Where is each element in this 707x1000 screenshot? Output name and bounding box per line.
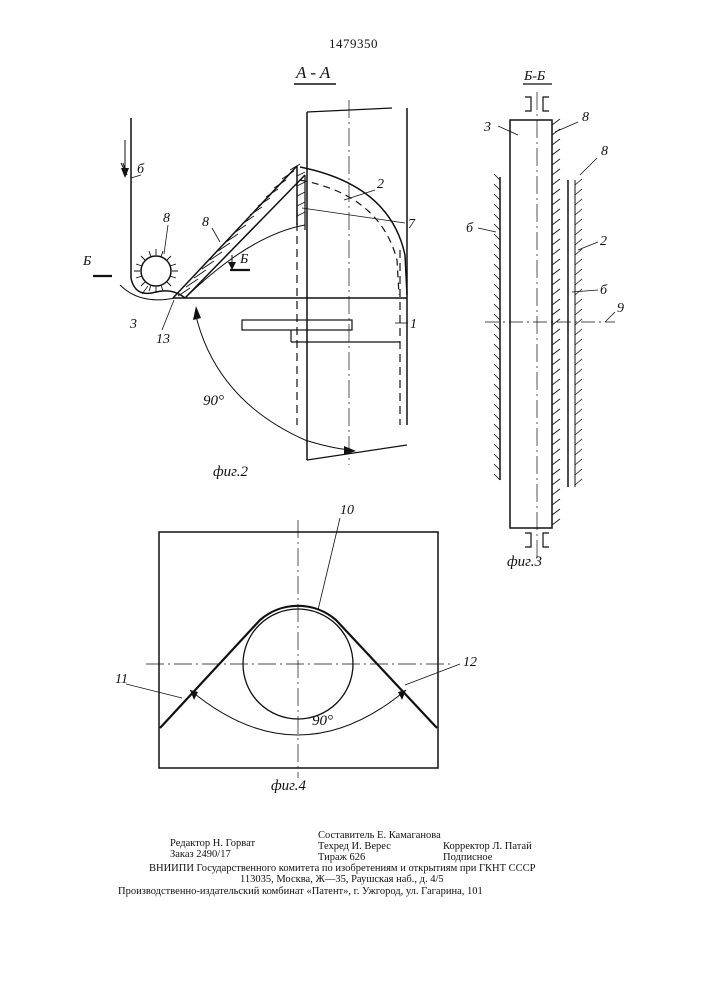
fig2-angle-label: 90° bbox=[203, 393, 224, 409]
fig2-label-13: 13 bbox=[156, 332, 170, 347]
section-aa-title: A - A bbox=[295, 63, 331, 82]
fig2-drawing: A - A bbox=[82, 63, 417, 465]
fig2-label-3: 3 bbox=[129, 317, 137, 332]
footer-editor: Редактор Н. Горват bbox=[170, 838, 255, 849]
fig4-drawing: 10 11 12 90° bbox=[115, 503, 477, 778]
footer-subscription: Подписное bbox=[443, 852, 492, 863]
footer-order: Заказ 2490/17 bbox=[170, 849, 231, 860]
fig4-caption: фиг.4 bbox=[271, 778, 306, 795]
footer-vniipi: ВНИИПИ Государственного комитета по изоб… bbox=[149, 863, 536, 874]
fig2-label-1: 1 bbox=[410, 317, 417, 332]
fig3-label-6-right: б bbox=[600, 283, 608, 298]
fig3-label-6-left: б bbox=[466, 221, 474, 236]
fig4-label-11: 11 bbox=[115, 672, 128, 687]
section-bb-title: Б-Б bbox=[523, 69, 545, 84]
fig3-label-2: 2 bbox=[600, 234, 607, 249]
fig4-label-10: 10 bbox=[340, 503, 354, 518]
fig3-label-8b: 8 bbox=[601, 144, 608, 159]
fig4-label-12: 12 bbox=[463, 655, 477, 670]
footer-plant: Производственно-издательский комбинат «П… bbox=[118, 886, 483, 897]
fig2-label-b-left: Б bbox=[82, 254, 91, 269]
footer-compiler: Составитель Е. Камаганова bbox=[318, 830, 441, 841]
fig3-drawing: Б-Б 3 8 bbox=[466, 69, 624, 560]
fig2-label-8a: 8 bbox=[163, 211, 170, 226]
fig2-caption: фиг.2 bbox=[213, 464, 248, 481]
fig2-label-7: 7 bbox=[408, 217, 416, 232]
fig3-caption: фиг.3 bbox=[507, 554, 542, 571]
fig2-label-8b: 8 bbox=[202, 215, 209, 230]
fig3-label-3: 3 bbox=[483, 120, 491, 135]
footer-print-run: Тираж 626 bbox=[318, 852, 365, 863]
fig3-label-8a: 8 bbox=[582, 110, 589, 125]
fig4-angle-label: 90° bbox=[312, 713, 333, 729]
fig2-label-6: б bbox=[137, 162, 145, 177]
footer-corrector: Корректор Л. Патай bbox=[443, 841, 532, 852]
fig3-label-9: 9 bbox=[617, 301, 624, 316]
footer-address: 113035, Москва, Ж—35, Раушская наб., д. … bbox=[240, 874, 444, 885]
footer-techred: Техред И. Верес bbox=[318, 841, 391, 852]
fig2-label-2: 2 bbox=[377, 177, 384, 192]
fig2-label-b-right: Б bbox=[239, 252, 248, 267]
